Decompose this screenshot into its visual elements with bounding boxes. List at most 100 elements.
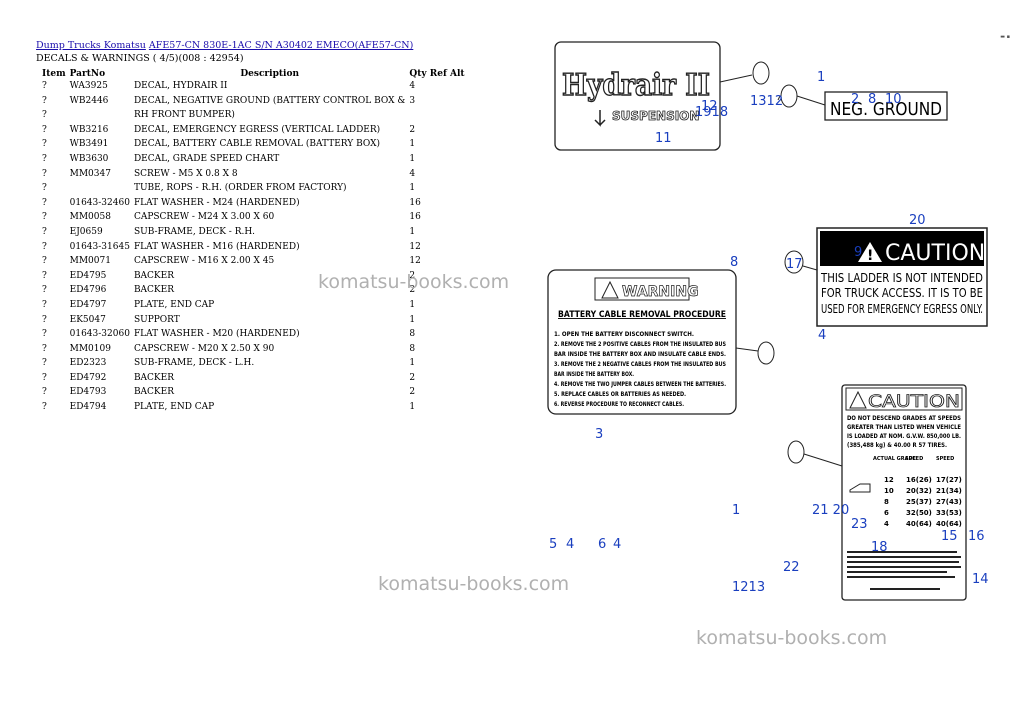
partno-cell: MM0071 — [69, 256, 111, 267]
description-cell: RH FRONT BUMPER) — [133, 110, 235, 121]
qty-cell: 1 — [409, 314, 416, 325]
partno-cell: ED4796 — [69, 285, 107, 296]
callout-20: 20 — [909, 213, 926, 228]
ladder-warning-triangle-icon — [858, 242, 882, 262]
page-subtitle: DECALS & WARNINGS ( 4/5)(008 : 42954) — [36, 53, 244, 64]
partno-cell: MM0347 — [69, 168, 111, 179]
watermark-3: komatsu-books.com — [696, 627, 888, 649]
grade-header-speed-1: SPEED — [905, 456, 923, 462]
battery-step-3: 3. REMOVE THE 2 NEGATIVE CABLES FROM THE… — [554, 361, 726, 368]
qty-cell: 12 — [409, 241, 421, 252]
item-cell: ? — [42, 183, 47, 194]
partno-cell: ED2323 — [69, 358, 107, 369]
battery-warning-title: WARNING — [622, 284, 699, 300]
item-cell: ? — [42, 343, 47, 354]
item-cell: ? — [42, 110, 47, 121]
item-cell: ? — [42, 372, 47, 383]
qty-cell: 8 — [409, 329, 416, 340]
item-cell: ? — [42, 299, 47, 310]
grade-row-cell: 12 — [884, 476, 894, 484]
qty-cell: 12 — [409, 256, 421, 267]
description-cell: PLATE, END CAP — [133, 402, 215, 413]
partno-cell: MM0058 — [69, 212, 111, 223]
callout-18: 18 — [871, 540, 888, 555]
qty-cell: 2 — [409, 372, 416, 383]
grade-line-2: GREATER THAN LISTED WHEN VEHICLE — [847, 424, 961, 431]
qty-cell: 2 — [409, 124, 416, 135]
description-cell: TUBE, ROPS - R.H. (ORDER FROM FACTORY) — [133, 183, 347, 194]
qty-cell: 1 — [409, 358, 416, 369]
description-cell: DECAL, EMERGENCY EGRESS (VERTICAL LADDER… — [133, 124, 381, 135]
qty-cell: 1 — [409, 402, 416, 413]
qty-cell: 1 — [409, 299, 416, 310]
partno-cell — [68, 110, 132, 125]
callout-1918: 1918 — [695, 105, 728, 120]
qty-cell: 1 — [409, 139, 416, 150]
qty-cell: 4 — [409, 168, 416, 179]
callout-9: 9 — [854, 245, 862, 260]
description-cell: CAPSCREW - M20 X 2.50 X 90 — [133, 343, 275, 354]
item-cell: ? — [42, 314, 47, 325]
ladder-line-1: THIS LADDER IS NOT INTENDED — [820, 271, 983, 285]
parts-table-header: Item PartNo Description Qty Ref Alt — [36, 66, 467, 81]
qty-cell: 16 — [409, 197, 421, 208]
callout-12: 12 — [701, 99, 718, 114]
grade-row-cell: 16(26) — [906, 476, 932, 484]
neg-ground-text: NEG. GROUND — [830, 99, 942, 120]
qty-cell: 1 — [409, 153, 416, 164]
callout-23: 23 — [851, 517, 868, 532]
partno-cell: ED4797 — [69, 299, 107, 310]
breadcrumb-link-model[interactable]: AFE57-CN 830E-1AC S/N A30402 EMECO(AFE57… — [148, 40, 414, 51]
grade-row-cell: 25(37) — [906, 498, 932, 506]
partno-cell: WB2446 — [69, 95, 109, 106]
battery-procedure-title: BATTERY CABLE REMOVAL PROCEDURE — [558, 310, 726, 320]
item-cell: ? — [42, 95, 47, 106]
partno-cell: 01643-31645 — [69, 241, 130, 252]
item-cell: ? — [42, 168, 47, 179]
item-cell: ? — [42, 270, 47, 281]
battery-step-1: 1. OPEN THE BATTERY DISCONNECT SWITCH. — [554, 331, 694, 338]
item-cell: ? — [42, 139, 47, 150]
grade-row-cell: 20(32) — [906, 487, 932, 495]
callout-6: 6 — [598, 537, 606, 552]
grade-header-speed-2: SPEED — [936, 456, 954, 462]
partno-cell: EK5047 — [69, 314, 106, 325]
partno-cell: ED4794 — [69, 402, 107, 413]
grade-row-cell: 4 — [884, 520, 889, 528]
breadcrumb: Dump Trucks Komatsu AFE57-CN 830E-1AC S/… — [36, 40, 413, 51]
battery-step-4: 4. REMOVE THE TWO JUMPER CABLES BETWEEN … — [554, 381, 726, 388]
header-qty: Qty Ref Alt — [409, 68, 465, 79]
callout-14: 14 — [972, 572, 989, 587]
battery-step-3b: BAR INSIDE THE BATTERY BOX. — [554, 371, 634, 378]
item-cell: ? — [42, 387, 47, 398]
partno-cell: ED4795 — [69, 270, 107, 281]
description-cell: CAPSCREW - M24 X 3.00 X 60 — [133, 212, 275, 223]
partno-cell: EJ0659 — [69, 226, 103, 237]
watermark-2: komatsu-books.com — [378, 573, 570, 595]
ladder-line-2: FOR TRUCK ACCESS. IT IS TO BE — [821, 286, 983, 300]
callout-1-top: 1 — [817, 70, 825, 85]
partno-cell: WB3630 — [69, 153, 109, 164]
grade-row-cell: 6 — [884, 509, 889, 517]
breadcrumb-link-category[interactable]: Dump Trucks Komatsu — [36, 40, 146, 51]
callout-15: 15 — [941, 529, 958, 544]
qty-cell: 16 — [409, 212, 421, 223]
grade-row-cell: 40(64) — [936, 520, 962, 528]
description-cell: DECAL, HYDRAIR II — [133, 81, 228, 91]
battery-rivet-icon — [757, 341, 775, 365]
grade-header-grade: ACTUAL GRADE — [873, 456, 917, 462]
grade-caution-title: CAUTION — [868, 392, 960, 412]
partno-cell: WB3216 — [69, 124, 109, 135]
ladder-caution-title: CAUTION — [885, 241, 985, 266]
qty-cell: 4 — [409, 81, 416, 91]
item-cell: ? — [42, 329, 47, 340]
partno-cell: 01643-32460 — [69, 197, 130, 208]
